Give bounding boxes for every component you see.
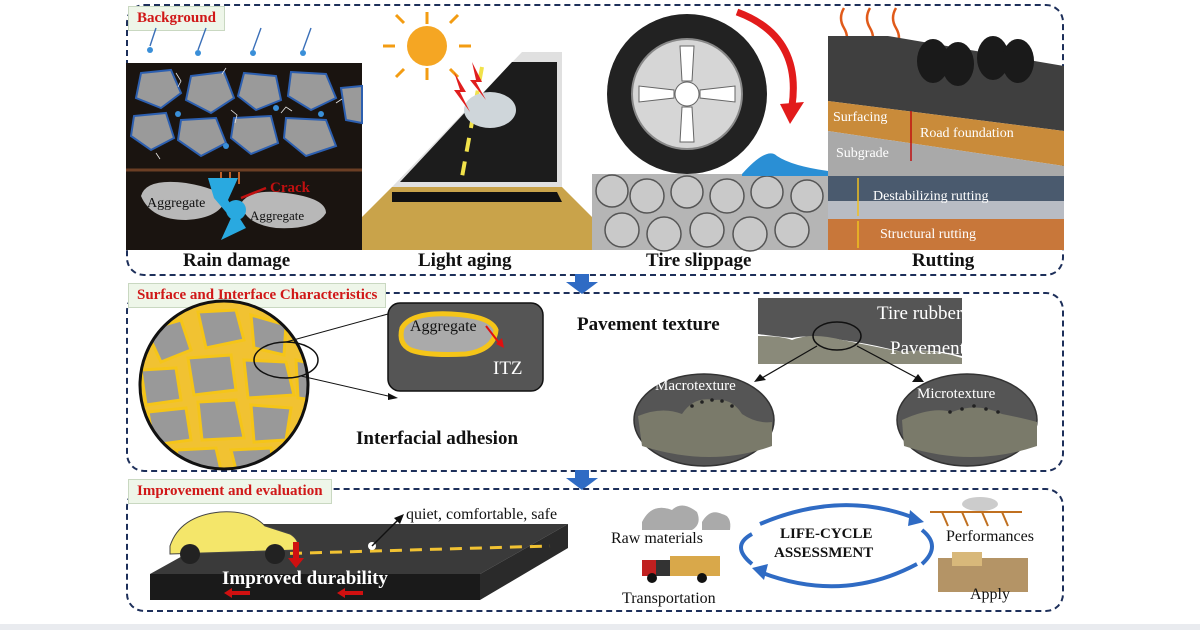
subgrade-label: Subgrade — [836, 146, 889, 161]
performances-label: Performances — [946, 528, 1034, 545]
background-title: Background — [128, 6, 225, 31]
surface-title: Surface and Interface Characteristics — [128, 283, 387, 308]
destabilizing-rutting-label: Destabilizing rutting — [873, 189, 989, 204]
structural-rutting-label: Structural rutting — [880, 227, 977, 242]
page-footer-bar — [0, 624, 1200, 630]
aggregate-cross-section — [138, 299, 544, 471]
crack-label: Crack — [270, 180, 310, 196]
aggregate-left-label: Aggregate — [147, 196, 206, 211]
improved-durability-label: Improved durability — [222, 568, 388, 589]
pavement-label: Pavement — [890, 338, 965, 359]
surfacing-label: Surfacing — [833, 110, 888, 125]
flow-arrow-icon — [566, 274, 598, 294]
rutting-illustration — [828, 7, 1064, 250]
lca-title-line1: LIFE-CYCLE — [780, 526, 873, 542]
improvement-title: Improvement and evaluation — [128, 479, 332, 504]
tire-slippage-label: Tire slippage — [646, 250, 752, 271]
quiet-label: quiet, comfortable, safe — [406, 506, 558, 523]
light-aging-label: Light aging — [418, 250, 512, 271]
rain-damage-illustration — [126, 27, 363, 250]
rutting-label: Rutting — [912, 250, 975, 271]
light-aging-illustration — [362, 12, 592, 250]
transportation-label: Transportation — [622, 590, 716, 607]
tire-rubber-label: Tire rubber — [877, 303, 963, 324]
tire-slippage-illustration — [592, 8, 828, 252]
flow-arrow-icon — [566, 470, 598, 490]
itz-label: ITZ — [493, 358, 523, 379]
apply-label: Apply — [970, 586, 1010, 603]
durable-road-illustration — [150, 511, 568, 600]
surface-panel — [126, 292, 1064, 472]
aggregate-right-label: Aggregate — [250, 208, 305, 223]
macrotexture-label: Macrotexture — [655, 378, 736, 394]
lca-title-line2: ASSESSMENT — [774, 545, 874, 561]
road-foundation-label: Road foundation — [920, 126, 1014, 141]
pavement-texture-label: Pavement texture — [577, 314, 720, 335]
raw-materials-label: Raw materials — [611, 530, 703, 547]
aggregate-itz-label: Aggregate — [410, 318, 477, 335]
pavement-texture-illustration — [633, 298, 1038, 467]
microtexture-label: Microtexture — [917, 386, 996, 402]
improvement-panel — [126, 488, 1064, 612]
lca-cycle-illustration — [642, 497, 1028, 592]
interfacial-adhesion-label: Interfacial adhesion — [356, 428, 519, 449]
rain-damage-label: Rain damage — [183, 250, 291, 271]
